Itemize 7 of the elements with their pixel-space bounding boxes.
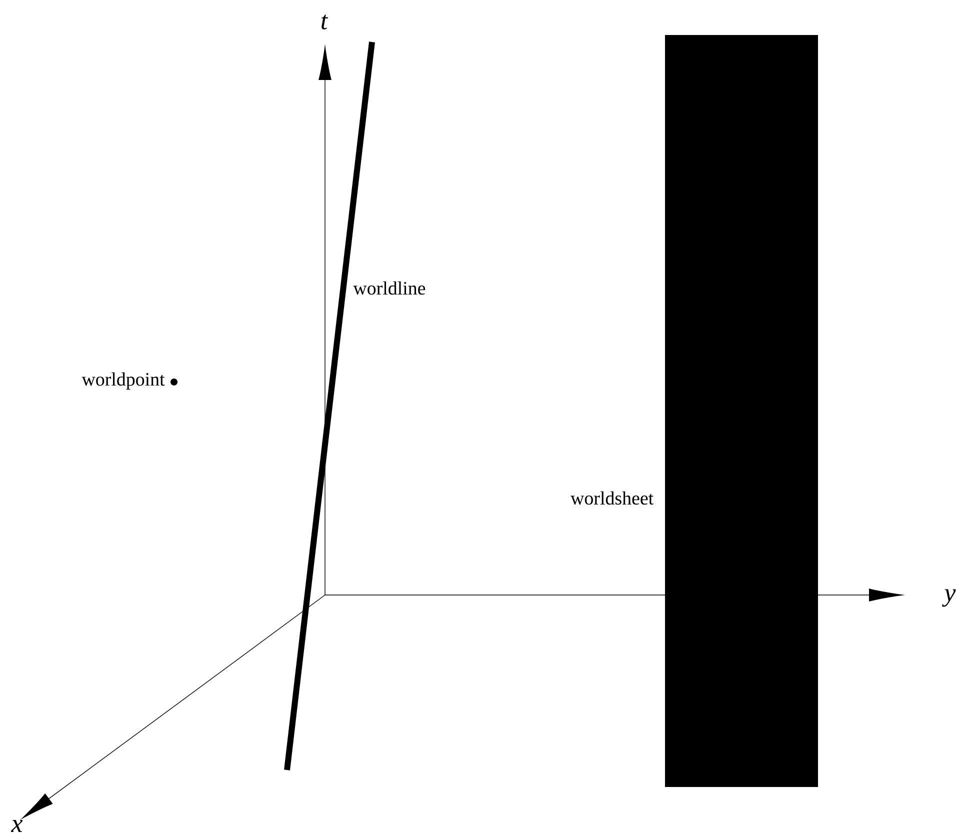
axis-label: x [10, 820, 23, 832]
text-label: worldline [353, 281, 426, 295]
axis-label: y [942, 589, 956, 607]
axis-label: t [322, 14, 328, 30]
worldsheet-rectangle [665, 35, 818, 787]
text-label: worldsheet [570, 491, 654, 505]
text-label: worldpoint [82, 372, 165, 390]
